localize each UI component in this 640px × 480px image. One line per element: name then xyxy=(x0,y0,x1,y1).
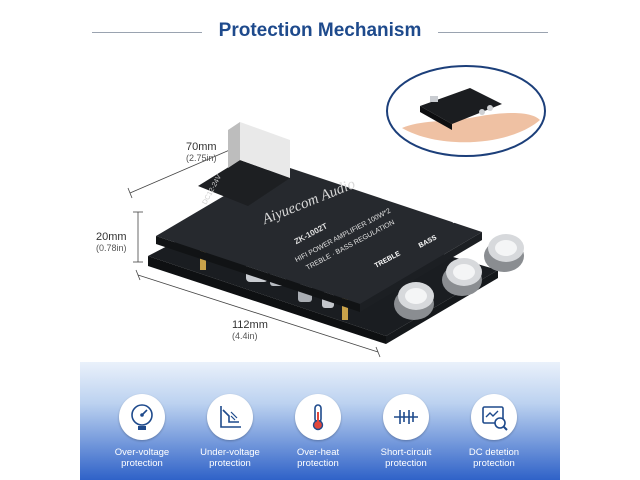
hand-inset-photo xyxy=(386,65,546,157)
dimension-length: 70mm (2.75in) xyxy=(186,141,217,164)
title-divider-left xyxy=(92,32,202,33)
connector-block xyxy=(198,160,290,206)
page-title: Protection Mechanism xyxy=(218,20,422,41)
dimension-width: 112mm (4.4in) xyxy=(232,319,268,342)
knob-volume xyxy=(484,234,524,272)
dimension-height: 20mm (0.78in) xyxy=(96,231,127,254)
title-row: Protection Mechanism xyxy=(0,18,640,46)
title-divider-right xyxy=(438,32,548,33)
knob-label-volume: VOLUME xyxy=(450,205,480,225)
undervoltage-chart-icon xyxy=(220,406,241,428)
gauge-icon xyxy=(131,404,153,430)
knob-bass xyxy=(442,258,482,296)
dc-detection-icon xyxy=(482,406,508,431)
short-circuit-icon xyxy=(394,410,418,424)
thermometer-icon xyxy=(312,404,324,431)
knob-treble xyxy=(394,282,434,320)
